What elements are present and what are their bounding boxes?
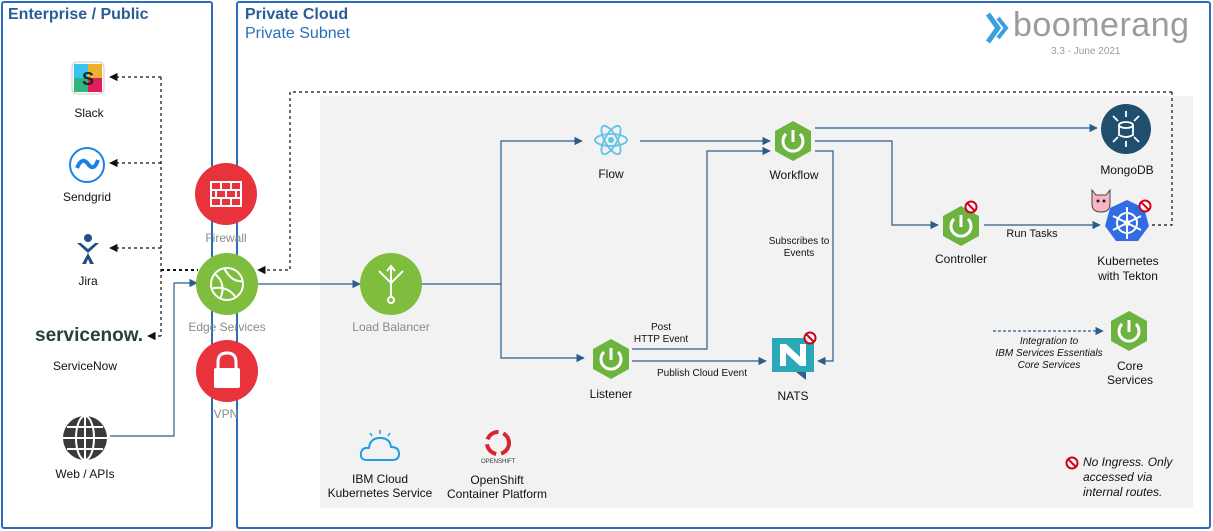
vpn-node bbox=[196, 340, 258, 402]
controller-node bbox=[940, 205, 982, 247]
react-icon bbox=[594, 124, 628, 156]
kubernetes-icon bbox=[1105, 200, 1149, 241]
load-balancer-icon bbox=[360, 253, 422, 315]
edge-services-node bbox=[196, 253, 258, 315]
ibm-cloud-node bbox=[359, 428, 401, 466]
load-balancer-node bbox=[360, 253, 422, 315]
edge-lb-to-listener bbox=[500, 284, 585, 363]
flow-label: Flow bbox=[598, 167, 624, 181]
kubernetes-label-line2: with Tekton bbox=[1098, 269, 1158, 283]
openshift-label-line1: OpenShift bbox=[470, 473, 524, 487]
post-label-line1: Post bbox=[650, 322, 672, 333]
boomerang-logo: boomerang 3.3 - June 2021 bbox=[985, 6, 1201, 57]
core-services-node bbox=[1108, 310, 1150, 352]
jira-label: Jira bbox=[78, 274, 98, 288]
lock-icon bbox=[196, 340, 258, 402]
servicenow-logo: servicenow. bbox=[35, 325, 144, 346]
legend-no-ingress-text: No Ingress. Only accessed via internal r… bbox=[1083, 455, 1173, 499]
web-node bbox=[61, 414, 109, 462]
servicenow-label: ServiceNow bbox=[52, 359, 118, 373]
slack-node: S bbox=[71, 61, 105, 95]
ibm-cloud-label-line1: IBM Cloud bbox=[351, 472, 409, 486]
ibm-cloud-label-line2: Kubernetes Service bbox=[327, 486, 433, 500]
spring-power-icon bbox=[775, 121, 811, 161]
edge-lb-to-flow bbox=[422, 136, 583, 285]
subscribes-label-line1: Subscribes to bbox=[768, 236, 830, 247]
firewall-node bbox=[195, 163, 257, 225]
sendgrid-icon bbox=[69, 147, 105, 183]
controller-label: Controller bbox=[934, 252, 988, 266]
kubernetes-label-line1: Kubernetes bbox=[1097, 254, 1159, 268]
edge-listener-post bbox=[632, 146, 771, 350]
private-subnet-title: Private Subnet bbox=[245, 25, 350, 42]
spring-power-icon bbox=[1111, 311, 1147, 351]
edge-workflow-to-controller bbox=[815, 140, 939, 230]
kubernetes-node bbox=[1104, 199, 1150, 245]
openshift-label-line2: Container Platform bbox=[446, 487, 548, 501]
sendgrid-label: Sendgrid bbox=[62, 190, 112, 204]
edge-kubernetes-loop bbox=[1150, 92, 1173, 226]
edge-services-label: Edge Services bbox=[188, 320, 266, 334]
edge-web-to-edge bbox=[110, 278, 198, 437]
slack-label: Slack bbox=[74, 106, 104, 120]
sendgrid-node bbox=[68, 146, 106, 184]
integration-label-line3: Core Services bbox=[1017, 360, 1081, 371]
listener-node bbox=[590, 338, 632, 380]
run-tasks-label: Run Tasks bbox=[1006, 228, 1058, 240]
private-subnet-area bbox=[320, 96, 1193, 508]
firewall-icon bbox=[195, 163, 257, 225]
database-icon bbox=[1101, 104, 1151, 154]
mongodb-node bbox=[1101, 104, 1151, 154]
post-label-line2: HTTP Event bbox=[633, 334, 689, 345]
spring-power-icon bbox=[593, 339, 629, 379]
workflow-label: Workflow bbox=[769, 168, 819, 182]
flow-node bbox=[592, 121, 630, 159]
controller-no-ingress-icon bbox=[964, 200, 978, 214]
nats-no-ingress-icon bbox=[803, 331, 817, 345]
firewall-label: Firewall bbox=[205, 231, 247, 245]
core-services-label-line1: Core bbox=[1116, 359, 1144, 373]
kubernetes-no-ingress-icon bbox=[1138, 199, 1152, 213]
slack-icon: S bbox=[71, 61, 105, 95]
integration-label-line2: IBM Services Essentials bbox=[995, 348, 1103, 359]
vpn-label: VPN bbox=[213, 407, 239, 421]
load-balancer-label: Load Balancer bbox=[352, 320, 430, 334]
edge-services-icon bbox=[196, 253, 258, 315]
openshift-icon bbox=[485, 430, 511, 456]
jira-node bbox=[74, 233, 102, 265]
private-cloud-title: Private Cloud bbox=[245, 6, 349, 23]
spring-power-icon bbox=[943, 206, 979, 246]
core-services-label-line2: Services bbox=[1106, 373, 1154, 387]
listener-label: Listener bbox=[589, 387, 633, 401]
tekton-cat-icon bbox=[1089, 186, 1113, 214]
publish-label: Publish Cloud Event bbox=[656, 368, 748, 379]
svg-text:S: S bbox=[82, 69, 94, 89]
workflow-node bbox=[772, 120, 814, 162]
brand-name: boomerang bbox=[1013, 6, 1190, 44]
openshift-node bbox=[482, 428, 514, 460]
edge-nats-subscribe bbox=[815, 150, 834, 366]
brand-version: 3.3 - June 2021 bbox=[1051, 46, 1121, 57]
boomerang-chevron-icon bbox=[985, 12, 1009, 44]
nats-label: NATS bbox=[777, 389, 809, 403]
subscribes-label-line2: Events bbox=[783, 248, 815, 259]
openshift-wordmark: OPENSHIFT bbox=[481, 459, 516, 465]
enterprise-title: Enterprise / Public bbox=[8, 6, 149, 23]
jira-icon bbox=[77, 234, 99, 264]
integration-label-line1: Integration to bbox=[1019, 336, 1079, 347]
mongodb-label: MongoDB bbox=[1100, 163, 1154, 177]
globe-icon bbox=[63, 415, 107, 461]
web-label: Web / APIs bbox=[55, 467, 115, 481]
legend-no-ingress-icon bbox=[1065, 456, 1079, 470]
cloud-icon bbox=[359, 430, 401, 461]
